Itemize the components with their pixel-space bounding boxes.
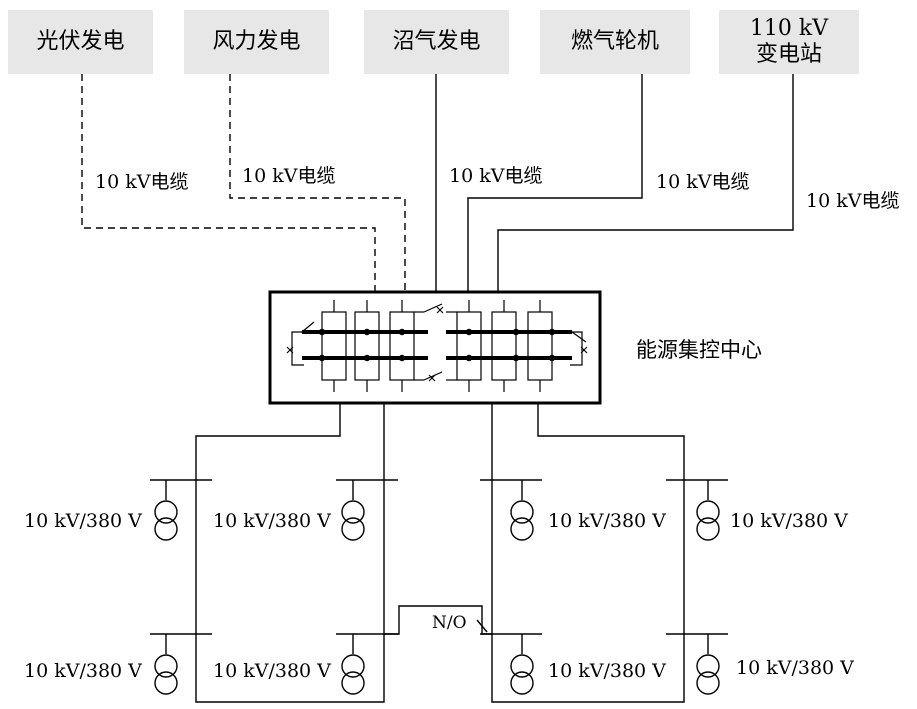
left-feeder-a bbox=[195, 403, 385, 703]
transformer-label-bottom-3: 10 kV/380 V bbox=[548, 660, 666, 682]
busbar-nodes bbox=[318, 328, 556, 362]
control-center-label: 能源集控中心 bbox=[636, 338, 762, 362]
transformer-icon bbox=[696, 654, 720, 695]
source-biogas: 沼气发电 bbox=[364, 10, 509, 74]
source-biogas-label: 沼气发电 bbox=[392, 29, 481, 54]
switch-x-marks bbox=[286, 306, 588, 382]
source-substation-voltage: 110 kV bbox=[749, 16, 829, 41]
source-wind: 风力发电 bbox=[184, 10, 329, 74]
source-pv-label: 光伏发电 bbox=[36, 29, 125, 54]
feeder-wind-line bbox=[229, 74, 406, 292]
transformer-icon bbox=[341, 500, 365, 541]
cable-label-substation: 10 kV电缆 bbox=[806, 190, 900, 212]
source-substation-name: 变电站 bbox=[755, 42, 822, 67]
cable-label-biogas: 10 kV电缆 bbox=[449, 165, 543, 187]
transformer-icon bbox=[510, 654, 534, 695]
control-center-box bbox=[268, 290, 602, 405]
transformer-icon bbox=[154, 500, 178, 541]
transformer-icon bbox=[696, 500, 720, 541]
cable-label-gas-turbine: 10 kV电缆 bbox=[656, 171, 750, 193]
transformer-label-top-2: 10 kV/380 V bbox=[213, 510, 331, 532]
transformer-icon bbox=[341, 654, 365, 695]
source-gas-turbine: 燃气轮机 bbox=[540, 10, 690, 74]
transformer-label-bottom-2: 10 kV/380 V bbox=[213, 660, 331, 682]
source-wind-label: 风力发电 bbox=[212, 29, 301, 54]
source-pv: 光伏发电 bbox=[8, 10, 153, 74]
transformer-label-top-4: 10 kV/380 V bbox=[730, 510, 848, 532]
transformer-label-bottom-4: 10 kV/380 V bbox=[736, 657, 854, 679]
feeder-pv-line bbox=[81, 74, 376, 292]
transformer-icon bbox=[510, 500, 534, 541]
cable-label-wind: 10 kV电缆 bbox=[242, 165, 336, 187]
transformer-icon bbox=[154, 654, 178, 695]
transformer-icons bbox=[154, 500, 720, 695]
feeder-substation-line bbox=[497, 74, 794, 292]
feeder-gas-turbine-line bbox=[467, 74, 643, 292]
source-substation: 110 kV 变电站 bbox=[719, 10, 859, 74]
transformer-label-top-3: 10 kV/380 V bbox=[548, 510, 666, 532]
right-feeder-a bbox=[491, 403, 685, 703]
source-gas-turbine-label: 燃气轮机 bbox=[570, 29, 659, 54]
transformer-label-top-1: 10 kV/380 V bbox=[24, 510, 142, 532]
cable-label-pv: 10 kV电缆 bbox=[95, 171, 189, 193]
normally-open-label: N/O bbox=[432, 613, 467, 633]
transformer-label-bottom-1: 10 kV/380 V bbox=[24, 660, 142, 682]
